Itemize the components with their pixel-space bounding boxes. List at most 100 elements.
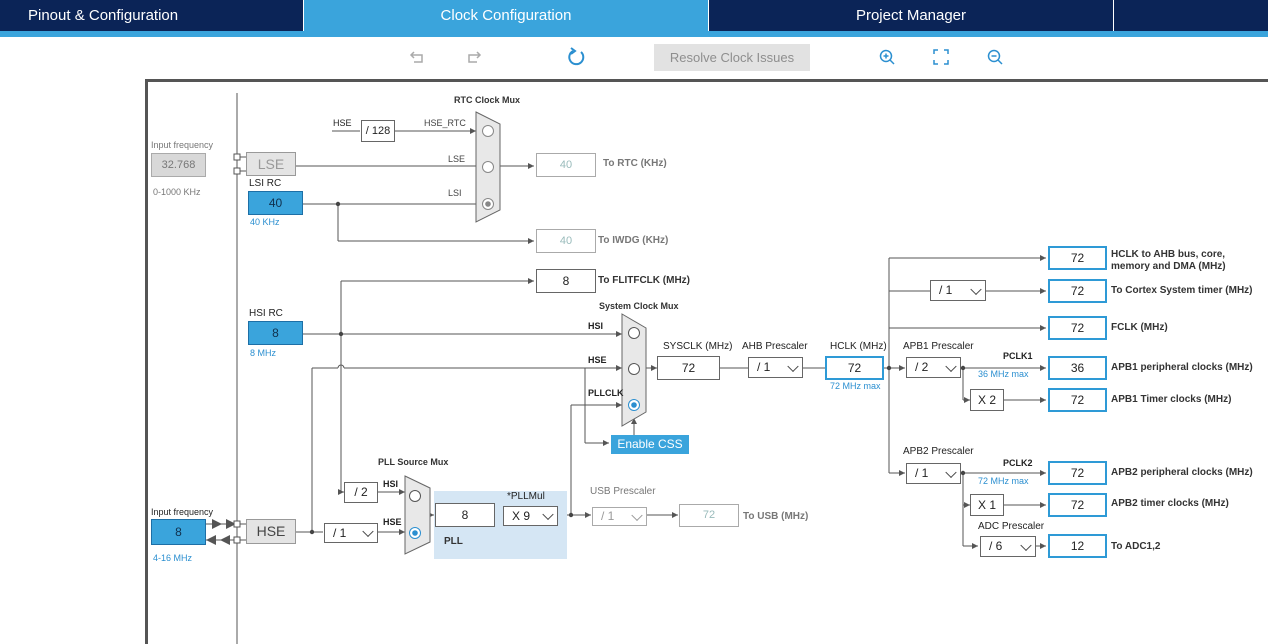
to-adc-label: To ADC1,2 — [1111, 541, 1161, 552]
apb2-peripheral-value[interactable]: 72 — [1048, 461, 1107, 485]
pllmul-value: X 9 — [512, 509, 531, 523]
sysclk-label: SYSCLK (MHz) — [663, 341, 733, 352]
hse-input-frequency-label: Input frequency — [151, 507, 214, 517]
rtc-lse-label: LSE — [448, 154, 466, 164]
hclk-label: HCLK (MHz) — [830, 341, 887, 352]
rtc-output-value: 40 — [536, 153, 596, 177]
adc-prescaler-value: / 6 — [989, 539, 1003, 553]
refresh-icon[interactable] — [565, 46, 587, 68]
apb2-timer-label: APB2 timer clocks (MHz) — [1111, 498, 1229, 509]
sysmux-hsi-label: HSI — [588, 321, 604, 331]
adc-prescaler-label: ADC Prescaler — [978, 521, 1045, 532]
hse-rtc-label: HSE_RTC — [424, 118, 466, 128]
apb2-prescaler-value: / 1 — [915, 466, 929, 480]
pclk1-max-label: 36 MHz max — [978, 369, 1029, 379]
pclk2-max-label: 72 MHz max — [978, 476, 1029, 486]
lsi-frequency-label: 40 KHz — [250, 217, 280, 227]
lse-block: LSE — [246, 152, 296, 176]
to-rtc-label: To RTC (KHz) — [603, 158, 667, 169]
tab-divider — [708, 0, 709, 31]
pll-label: PLL — [444, 536, 463, 547]
ahb-prescaler-value: / 1 — [757, 360, 771, 374]
hsi-frequency-label: 8 MHz — [250, 348, 277, 358]
pclk2-label: PCLK2 — [1003, 458, 1033, 468]
hclk-ahb-label: HCLK to AHB bus, core, memory and DMA (M… — [1111, 249, 1226, 271]
cortex-timer-label: To Cortex System timer (MHz) — [1111, 285, 1253, 296]
hse-divider-value: / 1 — [333, 526, 347, 540]
lsi-rc-value: 40 — [248, 191, 303, 215]
pll-hsi-label: HSI — [383, 479, 399, 489]
redo-icon[interactable] — [461, 46, 483, 68]
tab-clock-configuration[interactable]: Clock Configuration — [304, 0, 708, 31]
zoom-in-icon[interactable] — [876, 46, 898, 68]
apb2-prescaler-label: APB2 Prescaler — [903, 446, 974, 457]
apb1-prescaler-label: APB1 Prescaler — [903, 341, 974, 352]
pllmul-select[interactable]: X 9 — [503, 506, 558, 526]
hsi-rc-value: 8 — [248, 321, 303, 345]
apb2-timer-value[interactable]: 72 — [1048, 493, 1107, 517]
chevron-down-icon — [787, 360, 799, 372]
ahb-prescaler-label: AHB Prescaler — [742, 341, 808, 352]
fclk-value[interactable]: 72 — [1048, 316, 1107, 340]
hclk-value[interactable]: 72 — [825, 356, 884, 380]
enable-css-button[interactable]: Enable CSS — [611, 435, 689, 454]
apb1-peripheral-label: APB1 peripheral clocks (MHz) — [1111, 362, 1253, 373]
rtc-hse-label: HSE — [333, 118, 352, 128]
tab-project-manager[interactable]: Project Manager — [855, 7, 967, 24]
clock-tree-canvas — [145, 79, 1268, 644]
apb1-timer-multiplier: X 2 — [970, 389, 1004, 411]
cortex-divider-value: / 1 — [939, 283, 953, 297]
tab-underline — [0, 31, 1268, 37]
apb1-prescaler-select[interactable]: / 2 — [906, 357, 961, 378]
chevron-down-icon — [1020, 539, 1032, 551]
usb-prescaler-select[interactable]: / 1 — [592, 507, 647, 526]
to-usb-label: To USB (MHz) — [743, 511, 809, 522]
chevron-down-icon — [542, 508, 554, 521]
cortex-timer-divider-select[interactable]: / 1 — [930, 280, 986, 301]
apb1-timer-label: APB1 Timer clocks (MHz) — [1111, 394, 1232, 405]
adc-value[interactable]: 12 — [1048, 534, 1107, 558]
zoom-out-icon[interactable] — [984, 46, 1006, 68]
fclk-label: FCLK (MHz) — [1111, 322, 1168, 333]
hse-block: HSE — [246, 519, 296, 544]
chevron-down-icon — [945, 466, 957, 478]
to-iwdg-label: To IWDG (KHz) — [598, 235, 669, 246]
tab-divider — [303, 0, 304, 31]
rtc-lsi-label: LSI — [448, 188, 462, 198]
system-clock-mux-label: System Clock Mux — [599, 301, 679, 311]
undo-icon[interactable] — [408, 46, 430, 68]
chevron-down-icon — [631, 509, 643, 521]
hclk-ahb-value[interactable]: 72 — [1048, 246, 1107, 270]
resolve-clock-issues-button[interactable]: Resolve Clock Issues — [654, 44, 810, 71]
apb1-timer-value[interactable]: 72 — [1048, 388, 1107, 412]
lsi-rc-label: LSI RC — [249, 178, 282, 189]
chevron-down-icon — [970, 283, 982, 295]
chevron-down-icon — [945, 360, 957, 372]
ahb-prescaler-select[interactable]: / 1 — [748, 357, 803, 378]
sysclk-value: 72 — [657, 356, 720, 380]
to-flitfclk-label: To FLITFCLK (MHz) — [598, 275, 691, 286]
chevron-down-icon — [362, 525, 374, 538]
pclk1-label: PCLK1 — [1003, 351, 1033, 361]
tab-pinout-configuration[interactable]: Pinout & Configuration — [28, 7, 179, 24]
pll-source-mux-label: PLL Source Mux — [378, 457, 449, 467]
cortex-timer-value[interactable]: 72 — [1048, 279, 1107, 303]
usb-prescaler-value: / 1 — [601, 509, 615, 523]
fit-screen-icon[interactable] — [930, 46, 952, 68]
usb-prescaler-label: USB Prescaler — [590, 486, 656, 497]
rtc-clock-mux-label: RTC Clock Mux — [454, 95, 521, 105]
lse-range-label: 0-1000 KHz — [153, 187, 201, 197]
flitfclk-output-value: 8 — [536, 269, 596, 293]
pllmul-label: *PLLMul — [507, 491, 545, 502]
hse-pll-divider-select[interactable]: / 1 — [324, 523, 378, 543]
pll-input-value: 8 — [435, 503, 495, 527]
lse-input-frequency-label: Input frequency — [151, 140, 214, 150]
sysmux-pllclk-label: PLLCLK — [588, 388, 624, 398]
hse-input-frequency-field[interactable]: 8 — [151, 519, 206, 545]
adc-prescaler-select[interactable]: / 6 — [980, 536, 1036, 557]
apb1-peripheral-value[interactable]: 36 — [1048, 356, 1107, 380]
apb2-prescaler-select[interactable]: / 1 — [906, 463, 961, 484]
lse-input-frequency-field[interactable]: 32.768 — [151, 153, 206, 177]
hse-range-label: 4-16 MHz — [153, 553, 193, 563]
